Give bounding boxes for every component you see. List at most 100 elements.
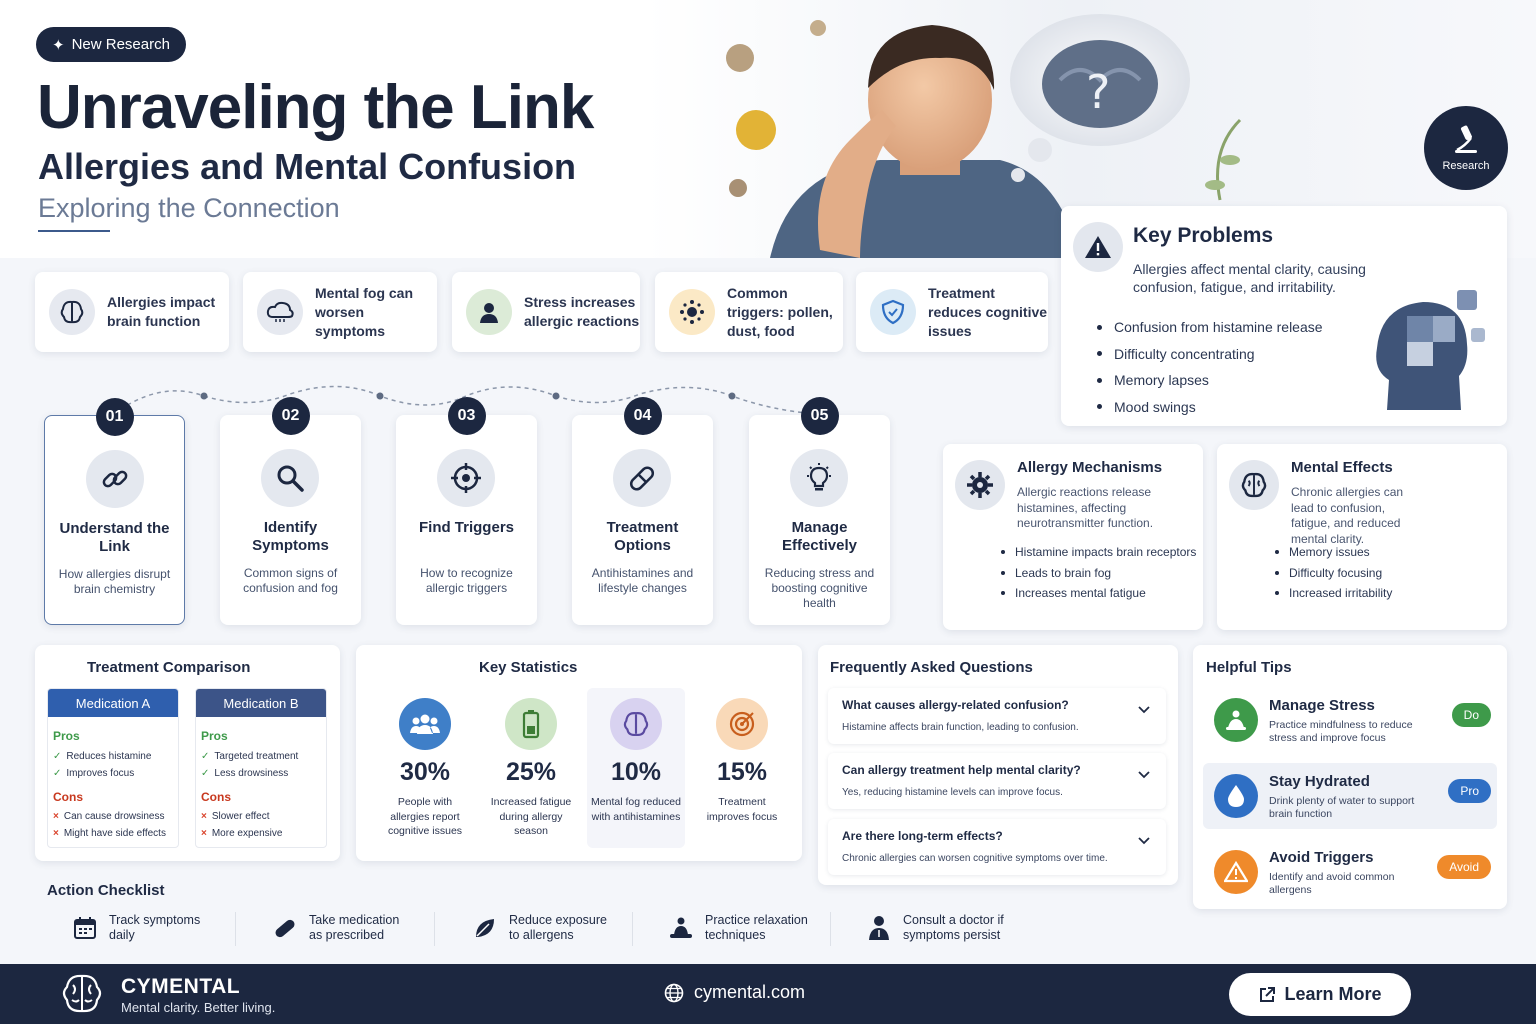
tip-badge-avoid: Avoid [1437,855,1491,879]
key-problems-text: Allergies affect mental clarity, causing… [1133,261,1366,295]
con-item: ×Slower effect [201,811,270,822]
helpful-tips-card: Helpful Tips Manage Stress Practice mind… [1193,645,1507,909]
step-card-4[interactable]: 04 Treatment Options Antihistamines and … [572,397,713,625]
microscope-icon [1455,125,1477,153]
tip-desc: Drink plenty of water to support brain f… [1269,795,1415,820]
pro-item: ✓Less drowsiness [201,768,289,779]
people-icon [399,698,451,750]
website-link[interactable]: cymental.com [664,982,805,1003]
battery-low-icon [505,698,557,750]
mechanisms-title: Allergy Mechanisms [1017,459,1163,476]
check-icon: ✓ [201,768,210,779]
checklist-item[interactable]: Reduce exposure to allergens [473,910,609,946]
fact-text: Common triggers: pollen, dust, food [727,284,833,339]
statistics-title: Key Statistics [479,659,578,676]
checklist-text: Take medication as prescribed [309,913,400,942]
stat-label: Increased fatigue during allergy season [490,796,572,837]
checklist-item[interactable]: Take medication as prescribed [273,910,409,946]
checklist-item[interactable]: Consult a doctor if symptoms persist [867,910,1013,946]
fact-card: Stress increases allergic reactions [452,272,640,352]
doctor-icon [869,916,889,940]
faq-answer: Chronic allergies can worsen cognitive s… [842,853,1108,864]
con-item: ×Might have side effects [53,828,166,839]
checklist-item[interactable]: Practice relaxation techniques [669,910,815,946]
chevron-down-icon[interactable] [1138,771,1150,779]
faq-question: What causes allergy-related confusion? [842,698,1069,712]
cloud-icon [257,289,303,335]
brand-slogan: Mental clarity. Better living. [121,1000,276,1015]
page-title: Unraveling the Link [37,73,594,142]
medication-a-header: Medication A [48,689,178,717]
step-card-5[interactable]: 05 Manage Effectively Reducing stress an… [749,397,890,625]
learn-more-button[interactable]: Learn More [1229,973,1411,1016]
step-number: 02 [271,397,310,435]
checklist-item[interactable]: Track symptoms daily [73,910,209,946]
page-subtitle: Allergies and Mental Confusion [38,146,577,187]
stress-person-icon [466,289,512,335]
leaf-icon [476,919,494,937]
footer: CYMENTAL Mental clarity. Better living. … [0,964,1536,1024]
checklist-title: Action Checklist [47,882,165,899]
meditation-icon [670,917,692,938]
pro-item: ✓Improves focus [53,768,135,779]
mental-effects-card: Mental Effects Chronic allergies can lea… [1217,444,1507,630]
list-item: Leads to brain fog [1001,563,1196,584]
shield-icon [870,289,916,335]
warning-icon [1073,222,1123,272]
faq-item-2[interactable]: Can allergy treatment help mental clarit… [828,753,1166,809]
key-problems-card: Key Problems Allergies affect mental cla… [1061,206,1507,426]
page-tagline: Exploring the Connection [38,193,340,223]
action-checklist: Action Checklist Track symptoms daily Ta… [35,876,1030,960]
stat-item: 10% Mental fog reduced with antihistamin… [587,688,685,848]
stat-value: 15% [716,758,768,786]
cons-label: Cons [201,790,231,804]
tips-title: Helpful Tips [1206,659,1292,676]
step-number: 03 [447,397,486,435]
con-item: ×Can cause drowsiness [53,811,165,822]
puzzle-head-icon [1376,290,1485,410]
step-title: Find Triggers [418,519,514,536]
pollen-grain-icon [726,20,826,197]
list-item: Difficulty concentrating [1097,341,1323,368]
sparkle-icon: ✦ [52,36,65,54]
list-item: Histamine impacts brain receptors [1001,542,1196,563]
checklist-text: Consult a doctor if symptoms persist [903,913,1004,942]
stat-item: 25% Increased fatigue during allergy sea… [482,688,580,848]
faq-card: Frequently Asked Questions What causes a… [818,645,1178,885]
hero-illustration: ? [726,14,1242,258]
research-label: Research [1442,160,1490,172]
cross-icon: × [53,811,59,822]
stat-value: 30% [399,758,451,786]
tip-desc: Identify and avoid common allergens [1269,871,1395,896]
tip-item: Manage Stress Practice mindfulness to re… [1203,687,1497,753]
checklist-text: Track symptoms daily [109,913,201,942]
svg-text:?: ? [1086,65,1110,119]
faq-answer: Histamine affects brain function, leadin… [842,722,1079,733]
learn-more-label: Learn More [1284,984,1382,1004]
fact-card: Mental fog can worsen symptoms [243,272,437,352]
steps-connector [113,385,817,415]
pros-label: Pros [53,729,80,743]
link-icon [86,450,144,508]
step-number: 05 [800,397,839,435]
lightbulb-icon [790,449,848,507]
capsule-icon [275,919,295,938]
stat-label: Mental fog reduced with antihistamines [591,796,681,823]
chevron-down-icon[interactable] [1138,837,1150,845]
chevron-down-icon[interactable] [1138,706,1150,714]
step-title: Understand the Link [59,520,170,555]
medication-b-header: Medication B [196,689,326,717]
fact-card: Common triggers: pollen, dust, food [655,272,843,352]
pros-label: Pros [201,729,228,743]
list-item: Increases mental fatigue [1001,583,1196,604]
step-card-1[interactable]: 01 Understand the Link How allergies dis… [44,398,185,625]
faq-item-1[interactable]: What causes allergy-related confusion? H… [828,688,1166,744]
step-card-3[interactable]: 03 Find Triggers How to recognize allerg… [396,397,537,625]
mechanisms-desc: Allergic reactions release histamines, a… [1017,485,1154,530]
faq-item-3[interactable]: Are there long-term effects? Chronic all… [828,819,1166,875]
cons-label: Cons [53,790,83,804]
fact-card: Allergies impact brain function [35,272,229,352]
divider [434,912,435,946]
step-card-2[interactable]: 02 Identify Symptoms Common signs of con… [220,397,361,625]
search-icon [261,449,319,507]
